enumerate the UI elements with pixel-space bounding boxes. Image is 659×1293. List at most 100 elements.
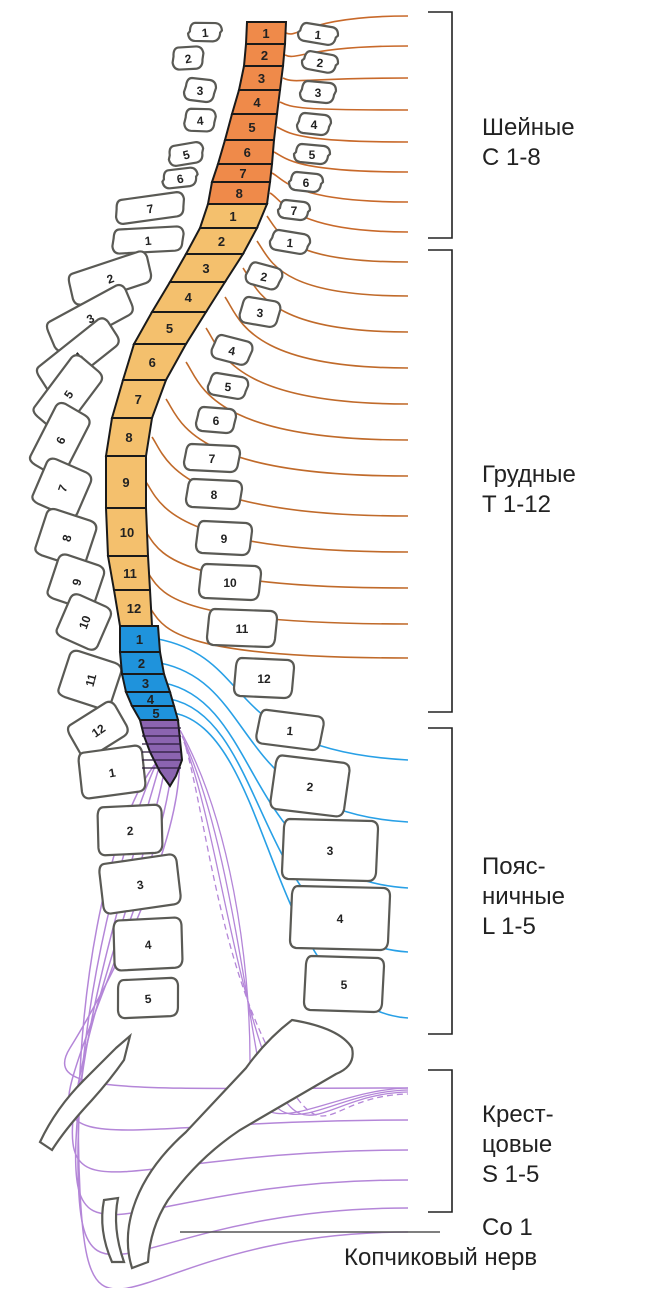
bracket-thoracic: [428, 249, 453, 713]
spinous-process-thoracic-10: 10: [197, 562, 263, 602]
vertebra-body-cervical-1: 1: [186, 21, 224, 43]
spinous-process-thoracic-7: 7: [182, 442, 242, 474]
spinous-process-cervical-3: 3: [298, 79, 338, 105]
cord-segment-label: 8: [236, 186, 243, 201]
spinous-process-thoracic-11-label: 11: [236, 622, 249, 636]
spinous-process-thoracic-3-outline: [238, 295, 282, 328]
vertebra-body-lumbar-2: 2: [96, 803, 164, 857]
vertebra-body-thoracic-2-label: 2: [105, 271, 116, 287]
spinous-process-cervical-7: 7: [276, 198, 312, 222]
vertebra-body-thoracic-8: 8: [34, 507, 98, 569]
vertebra-body-thoracic-2-outline: [67, 250, 153, 306]
vertebra-body-thoracic-6: 6: [28, 401, 91, 479]
coccyx-bone: [101, 1196, 126, 1264]
vertebra-body-thoracic-9-outline: [46, 553, 106, 611]
vertebra-body-lumbar-5-outline: [116, 976, 180, 1020]
cord-segment-label: 12: [127, 601, 141, 616]
vertebra-body-cervical-4-outline: [183, 107, 217, 133]
nerve-lumbar-2: [159, 662, 409, 823]
vertebra-body-thoracic-7-label: 7: [55, 483, 71, 494]
vertebra-body-cervical-3-outline: [182, 76, 218, 104]
nerve-sacral-1: [63, 727, 409, 1090]
vertebra-body-thoracic-12-outline: [66, 700, 129, 760]
cord-segment-label: 1: [262, 26, 269, 41]
vertebra-body-cervical-2-outline: [171, 45, 205, 71]
vertebra-body-lumbar-right-3-label: 3: [327, 844, 334, 858]
spinous-process-cervical-4: 4: [295, 111, 333, 137]
coccygeal-nerve-label: Копчиковый нерв: [344, 1244, 538, 1271]
vertebra-body-thoracic-10: 10: [55, 593, 113, 651]
nerve-cervical-5: [276, 126, 409, 143]
nerve-cervical-2: [284, 45, 409, 58]
sacral-plate-bone: [38, 1032, 132, 1152]
vertebra-body-cervical-6-outline: [161, 166, 199, 190]
spinous-process-cervical-4-outline: [295, 111, 333, 137]
spinous-process-thoracic-10-outline: [197, 562, 263, 602]
spinous-process-cervical-3-label: 3: [315, 86, 322, 100]
nerve-thoracic-11: [147, 572, 409, 625]
spinous-process-thoracic-12-outline: [232, 656, 296, 700]
spinous-process-thoracic-11: 11: [205, 607, 279, 649]
spinous-process-cervical-6-outline: [287, 170, 325, 194]
cord-segment-label: 4: [185, 290, 193, 305]
vertebra-body-lumbar-3: 3: [98, 853, 182, 915]
cord-segment-label: 4: [253, 95, 261, 110]
cord-segment-label: 3: [142, 676, 149, 691]
spinous-process-cervical-7-outline: [276, 198, 312, 222]
cord-segment-label: 10: [120, 525, 134, 540]
vertebra-body-thoracic-6-outline: [28, 401, 91, 479]
spinous-process-thoracic-1-label: 1: [286, 236, 294, 251]
vertebra-body-cervical-5-outline: [167, 141, 205, 167]
region-label-sacral: Крест- цовые S 1-5: [482, 1101, 554, 1188]
spinous-process-thoracic-4-label: 4: [227, 344, 236, 359]
spinous-process-cervical-6-label: 6: [303, 176, 310, 190]
vertebra-body-lumbar-right-5: 5: [302, 954, 386, 1014]
vertebra-body-lumbar-right-4: 4: [288, 884, 392, 952]
spinous-process-thoracic-2-outline: [244, 261, 284, 291]
nerve-sacral-5: [77, 755, 409, 1256]
nerve-cervical-6: [273, 151, 409, 173]
cord-segment-label: 2: [218, 234, 225, 249]
vertebra-body-lumbar-2-outline: [96, 803, 164, 857]
cord-segment-label: 2: [138, 656, 145, 671]
spinous-process-thoracic-4: 4: [210, 333, 254, 366]
vertebra-body-cervical-3: 3: [182, 76, 218, 104]
spinous-process-cervical-4-label: 4: [311, 118, 318, 132]
vertebra-body-lumbar-5-label: 5: [144, 992, 152, 1007]
spinous-process-thoracic-5-label: 5: [224, 380, 232, 395]
vertebra-body-thoracic-5: 5: [32, 354, 104, 434]
region-label-thoracic: Грудные T 1-12: [482, 461, 576, 518]
vertebra-body-cervical-2: 2: [171, 45, 205, 71]
vertebra-body-lumbar-right-4-outline: [288, 884, 392, 952]
spinous-process-thoracic-10-label: 10: [223, 576, 237, 590]
spinous-process-thoracic-9: 9: [194, 519, 254, 557]
cord-segment-label: 11: [123, 566, 137, 581]
cord-segment-label: 3: [258, 71, 265, 86]
spinous-process-thoracic-6-label: 6: [213, 414, 220, 428]
vertebra-body-cervical-2-label: 2: [184, 51, 193, 66]
vertebra-body-lumbar-right-3-outline: [280, 817, 380, 883]
spinous-process-cervical-2: 2: [300, 50, 340, 74]
nerve-lumbar-1: [157, 638, 409, 761]
nerve-thoracic-10: [145, 531, 409, 589]
spinous-process-thoracic-6: 6: [194, 405, 238, 435]
vertebra-body-thoracic-9-label: 9: [69, 577, 84, 587]
nerve-cauda-equina: [179, 729, 409, 1115]
cord-segment-label: 7: [135, 392, 142, 407]
sacrum-bone: [126, 1018, 354, 1270]
vertebra-body-lumbar-right-1-label: 1: [286, 724, 294, 739]
vertebra-body-lumbar-4-label: 4: [144, 938, 152, 953]
spinous-process-thoracic-12: 12: [232, 656, 296, 700]
vertebra-body-cervical-1-outline: [186, 21, 224, 43]
vertebra-body-thoracic-8-label: 8: [59, 533, 74, 543]
vertebra-body-cervical-6-label: 6: [175, 171, 185, 186]
spinous-process-thoracic-5: 5: [206, 371, 250, 400]
spinous-process-thoracic-11-outline: [205, 607, 279, 649]
spinous-process-cervical-1: 1: [296, 21, 340, 46]
spinous-process-thoracic-8-label: 8: [211, 488, 218, 502]
cord-segment-label: 2: [261, 48, 268, 63]
vertebra-body-lumbar-right-2-label: 2: [306, 780, 314, 795]
spinous-process-cervical-2-label: 2: [316, 56, 324, 71]
vertebra-body-lumbar-right-3: 3: [280, 817, 380, 883]
